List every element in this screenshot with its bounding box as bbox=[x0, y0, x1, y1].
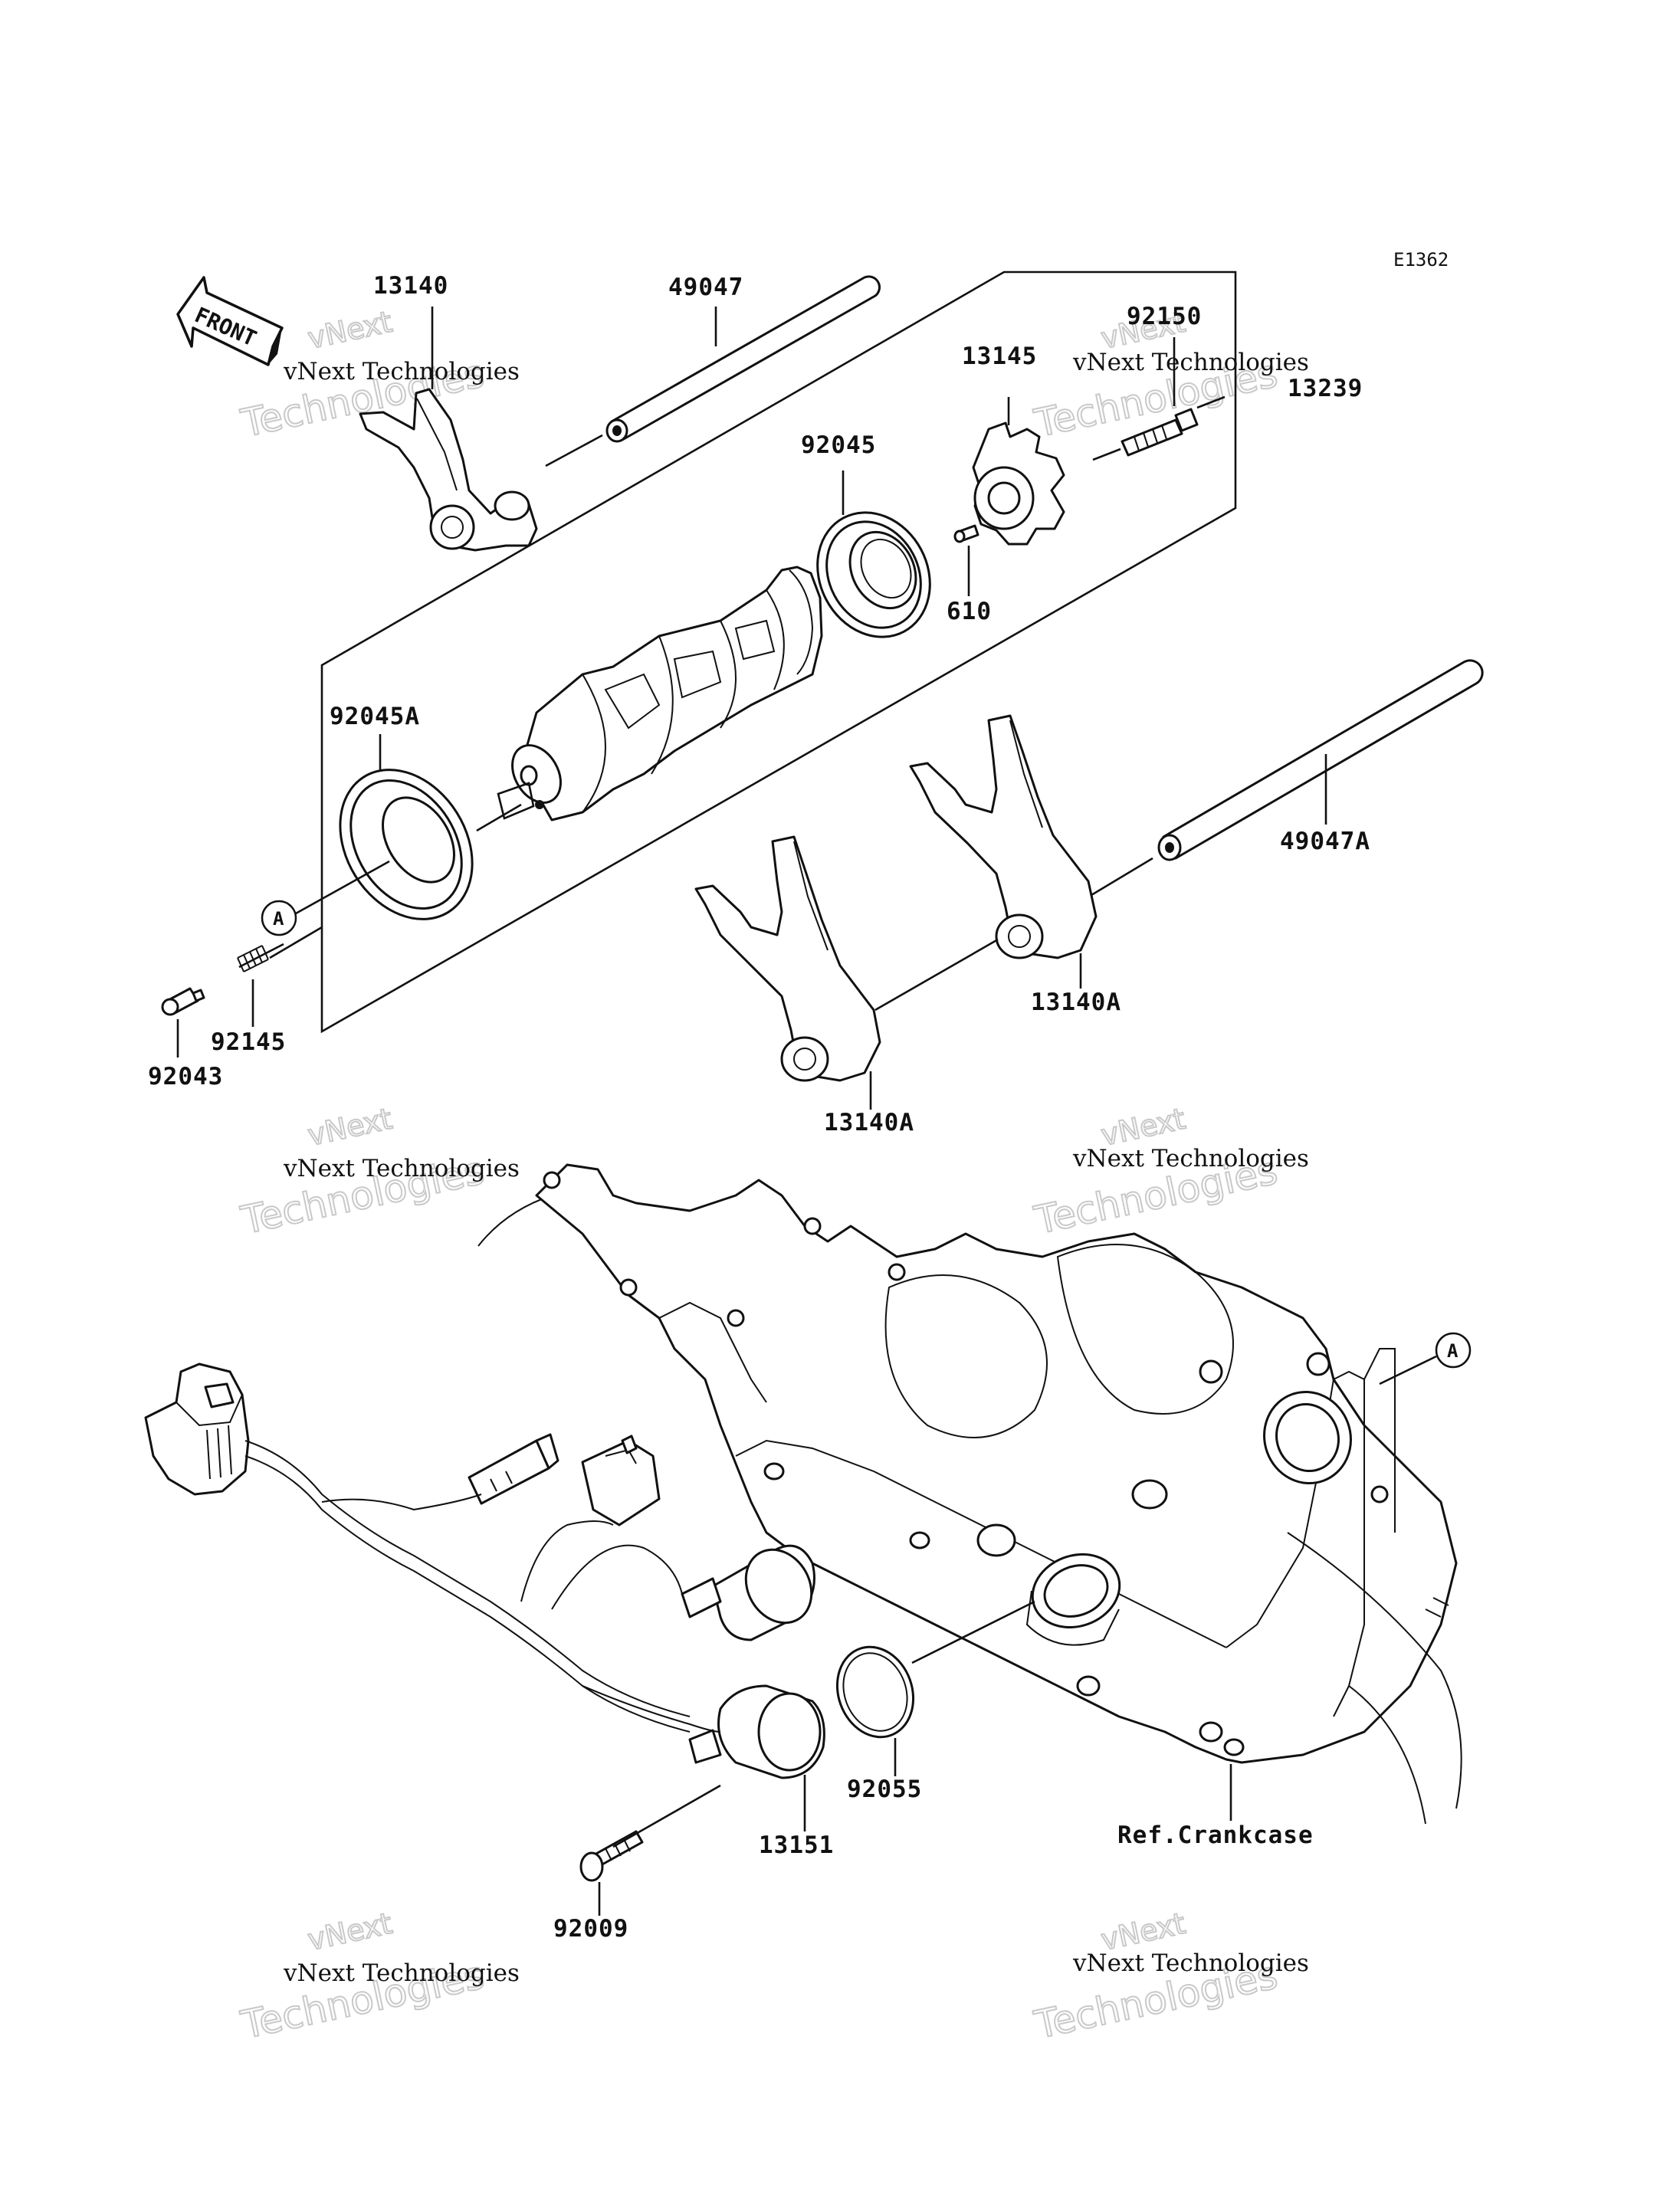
svg-text:vNext Technologies: vNext Technologies bbox=[1072, 349, 1309, 376]
harness-connector-large bbox=[144, 1362, 250, 1496]
svg-text:vNext: vNext bbox=[305, 1907, 395, 1957]
label-92045A: 92045A bbox=[330, 703, 420, 730]
watermark-bottom-right: vNext Technologies vNext Technologies bbox=[1029, 1906, 1309, 2048]
svg-text:vNext: vNext bbox=[305, 1102, 395, 1153]
shift-drum bbox=[511, 566, 823, 821]
sensor-cylinder bbox=[681, 1544, 815, 1641]
leader-spring bbox=[238, 943, 284, 969]
svg-text:A: A bbox=[1447, 1340, 1459, 1362]
svg-text:vNext Technologies: vNext Technologies bbox=[1072, 1145, 1309, 1172]
connector-small bbox=[468, 1433, 559, 1505]
bearing-92045 bbox=[816, 511, 931, 638]
harness-branch-2 bbox=[520, 1520, 614, 1602]
pin-92043 bbox=[161, 987, 205, 1016]
diagram-code: E1362 bbox=[1393, 249, 1449, 271]
svg-text:vNext: vNext bbox=[305, 305, 395, 356]
label-13239: 13239 bbox=[1288, 375, 1363, 402]
leader-92045A-drum bbox=[476, 803, 522, 832]
leader-spring-2 bbox=[269, 926, 323, 959]
shaft-49047A bbox=[1157, 659, 1484, 861]
leader-fork-connector bbox=[874, 938, 999, 1012]
label-ref-crankcase: Ref.Crankcase bbox=[1117, 1822, 1314, 1849]
sensor-connector bbox=[581, 1435, 661, 1526]
leader-o-ring bbox=[911, 1600, 1035, 1664]
label-92045: 92045 bbox=[801, 431, 876, 459]
front-arrow-icon: FRONT bbox=[176, 276, 284, 366]
harness-wire-main bbox=[244, 1440, 691, 1717]
drum-tab bbox=[497, 782, 535, 820]
harness-branch-4 bbox=[582, 1685, 721, 1733]
bolt-92150 bbox=[1121, 408, 1199, 457]
leader-92009-bolt bbox=[612, 1784, 721, 1848]
label-610: 610 bbox=[947, 598, 992, 625]
leader-13239 bbox=[1196, 395, 1226, 409]
harness-wire-main-2 bbox=[244, 1455, 691, 1733]
harness-branch-1 bbox=[321, 1494, 482, 1511]
label-49047: 49047 bbox=[668, 274, 743, 301]
shift-fork-13140 bbox=[359, 388, 538, 552]
bearing-92045A bbox=[339, 769, 474, 920]
svg-text:vNext Technologies: vNext Technologies bbox=[283, 1155, 520, 1182]
shift-fork-13140A-right bbox=[909, 714, 1098, 959]
crankcase bbox=[477, 1163, 1462, 1825]
svg-text:vNext Technologies: vNext Technologies bbox=[1072, 1949, 1309, 1977]
leader-13140-fork bbox=[545, 434, 603, 467]
sensor-13151 bbox=[688, 1684, 825, 1779]
shaft-49047 bbox=[605, 275, 881, 443]
svg-text:vNext Technologies: vNext Technologies bbox=[283, 1959, 520, 1987]
label-92009: 92009 bbox=[553, 1915, 628, 1943]
label-92150: 92150 bbox=[1127, 303, 1202, 330]
o-ring-92055 bbox=[835, 1645, 915, 1739]
watermark-bottom-left: vNext Technologies vNext Technologies bbox=[236, 1906, 520, 2048]
label-92145: 92145 bbox=[211, 1028, 286, 1056]
leader-92150-bolt bbox=[1092, 448, 1121, 461]
label-13145: 13145 bbox=[962, 343, 1037, 370]
svg-text:vNext Technologies: vNext Technologies bbox=[283, 358, 520, 385]
shift-fork-13140A-left bbox=[694, 835, 881, 1082]
assembly-outline bbox=[320, 271, 1237, 1034]
svg-text:A: A bbox=[273, 908, 284, 930]
watermark-mid-right: vNext Technologies vNext Technologies bbox=[1029, 1101, 1309, 1244]
callout-a-bottom: A bbox=[1435, 1332, 1472, 1369]
watermark-mid-left: vNext Technologies vNext Technologies bbox=[236, 1101, 520, 1244]
pin-610 bbox=[953, 524, 979, 543]
label-49047A: 49047A bbox=[1280, 828, 1370, 855]
leader-49047A-fork bbox=[1091, 857, 1153, 897]
label-92055: 92055 bbox=[847, 1776, 922, 1803]
label-13151: 13151 bbox=[759, 1831, 834, 1859]
harness-branch-3 bbox=[551, 1544, 683, 1610]
leader-a-bottom bbox=[1379, 1355, 1437, 1385]
label-13140A-right: 13140A bbox=[1031, 989, 1121, 1016]
label-92043: 92043 bbox=[148, 1063, 223, 1090]
label-13140: 13140 bbox=[373, 272, 448, 300]
bolt-92009 bbox=[579, 1830, 644, 1882]
leader-a-top bbox=[295, 860, 390, 915]
callout-a-top: A bbox=[261, 900, 297, 936]
spring-92145 bbox=[237, 945, 269, 972]
drum-gear-13145 bbox=[972, 421, 1065, 546]
label-13140A-left: 13140A bbox=[824, 1109, 914, 1136]
